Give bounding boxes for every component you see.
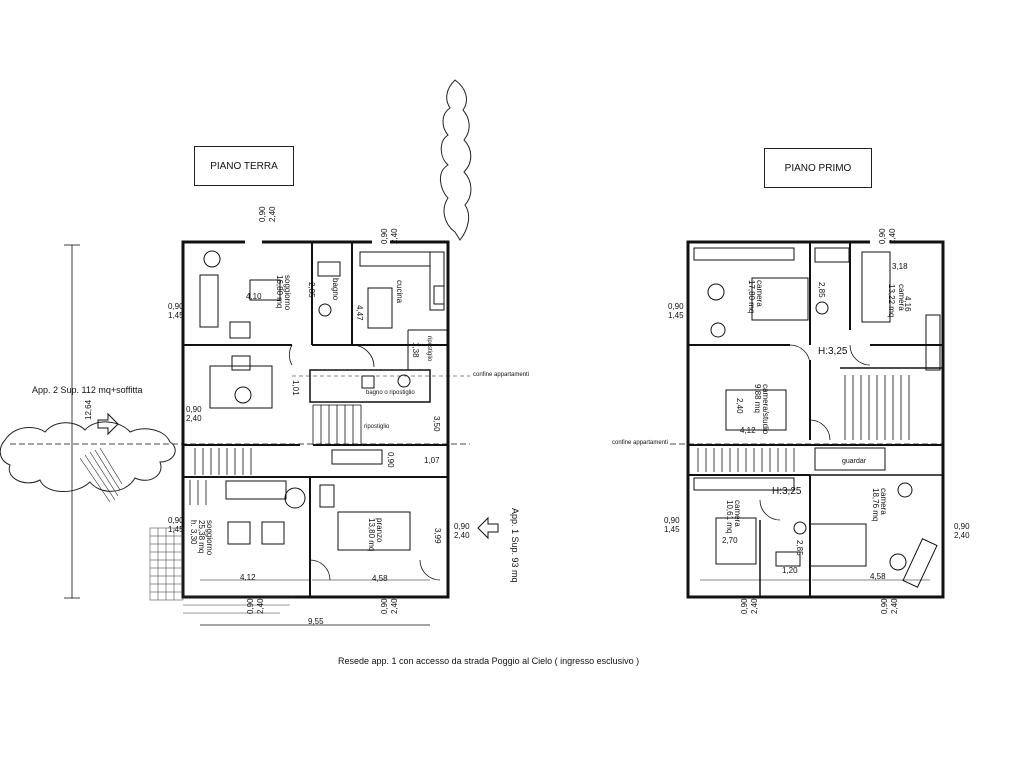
gf-room-ripostiglio: ripostiglio: [426, 336, 432, 362]
gf-dim: 2,85: [307, 282, 316, 298]
gf-dim: 1,38: [411, 342, 420, 358]
ff-dim: 4,58: [870, 572, 886, 581]
gf-room-soggiorno-bottom-area: 25,38 mq: [197, 520, 206, 554]
gf-dim: 4,47: [355, 305, 364, 321]
ff-height-bottom: H:3,25: [772, 486, 802, 497]
ff-dim: 1,45: [664, 525, 680, 534]
ground-floor-title: PIANO TERRA: [194, 146, 294, 186]
ff-dim: 2,85: [817, 282, 826, 298]
gf-room-soggiorno-bottom-h: h. 3,30: [189, 520, 198, 545]
ff-dim: 0,90: [740, 598, 749, 614]
gf-room-cucina: cucina: [395, 280, 404, 304]
entrance-arrows: [97, 412, 499, 540]
gf-dim: 4,12: [240, 573, 256, 582]
gf-room-bagno-rip: bagno o ripostiglio: [366, 390, 415, 396]
gf-dim: 4,58: [372, 574, 388, 583]
gf-dim: 0,90: [258, 206, 267, 222]
total-width-dim: 9,55: [308, 617, 324, 626]
app1-area-label: App. 1 Sup. 93 mq: [510, 508, 520, 583]
gf-dim: 2,40: [268, 206, 277, 222]
ff-dim: 4,16: [903, 296, 912, 312]
gf-dim: 0,90: [168, 516, 184, 525]
gf-dim: 1,01: [291, 380, 300, 396]
ff-dim: 0,90: [878, 228, 887, 244]
ff-room-camera-studio-area: 9,88 mq: [753, 384, 762, 413]
ff-room-camera-br: camera: [879, 488, 888, 515]
ff-room-camera-studio: camera/studio: [761, 384, 770, 435]
gf-room-pranzo: pranzo: [375, 518, 384, 543]
confine-label-first: confine appartamenti: [612, 440, 669, 446]
gf-dim: 0,90: [380, 598, 389, 614]
gf-dim: 3,99: [433, 528, 442, 544]
ff-dim: 0,90: [954, 522, 970, 531]
ff-dim: 2,40: [735, 398, 744, 414]
gf-dim: 2,40: [454, 531, 470, 540]
gf-room-pranzo-area: 13,80 mq: [367, 518, 376, 552]
gf-room-ripostiglio-small: ripostiglio: [364, 424, 390, 430]
ff-dim: 1,20: [782, 566, 798, 575]
gf-dim: 1,07: [424, 456, 440, 465]
ff-dim: 2,85: [795, 540, 804, 556]
gf-dim: 2,40: [256, 598, 265, 614]
ff-room-camera-bl: camera: [733, 500, 742, 527]
gf-room-soggiorno-top: soggiorno: [283, 275, 292, 311]
ff-room-camera-top: camera: [755, 280, 764, 307]
ff-dim: 1,45: [668, 311, 684, 320]
gf-room-soggiorno-top-area: 16,80 mq: [275, 275, 284, 309]
resede-caption: Resede app. 1 con accesso da strada Pogg…: [338, 656, 640, 666]
gf-dim: 0,90: [454, 522, 470, 531]
ground-floor-plan: [10, 240, 470, 626]
gf-dim: 2,40: [390, 228, 399, 244]
ff-height-top: H:3,25: [818, 346, 848, 357]
ff-dim: 0,90: [664, 516, 680, 525]
ff-dim: 2,40: [954, 531, 970, 540]
ff-dim: 3,18: [892, 262, 908, 271]
gf-dim: 0,90: [168, 302, 184, 311]
gf-room-soggiorno-bottom: soggiorno: [205, 520, 214, 556]
ff-dim: 4,12: [740, 426, 756, 435]
confine-label-ground: confine appartamenti: [473, 372, 530, 378]
ff-dim: 0,90: [880, 598, 889, 614]
ff-room-camera-bl-area: 10,61 mq: [725, 500, 734, 534]
gf-dim: 0,90: [380, 228, 389, 244]
first-floor-title: PIANO PRIMO: [764, 148, 872, 188]
ff-dim: 2,40: [888, 228, 897, 244]
ff-dim: 2,70: [722, 536, 738, 545]
gf-dim: 2,40: [390, 598, 399, 614]
total-height-dim: 12,64: [84, 399, 93, 420]
ff-room-guardaroba: guardar: [842, 458, 867, 465]
gf-dim: 1,45: [168, 311, 184, 320]
gf-dim: 0,90: [246, 598, 255, 614]
app2-area-label: App. 2 Sup. 112 mq+soffitta: [32, 385, 143, 395]
shrub-symbol: [0, 421, 176, 503]
first-floor-plan: [670, 240, 945, 599]
ff-room-camera-tr-area: 13,22 mq: [887, 284, 896, 318]
gf-dim: 0,90: [386, 452, 395, 468]
gf-dim: 1,45: [168, 525, 184, 534]
gf-room-bagno: bagno: [331, 278, 340, 301]
ff-room-camera-br-area: 18,76 mq: [871, 488, 880, 522]
gf-dim: 4,10: [246, 292, 262, 301]
ff-dim: 2,40: [750, 598, 759, 614]
ff-dim: 2,40: [890, 598, 899, 614]
ff-room-camera-top-area: 17,80 mq: [747, 280, 756, 314]
gf-dim: 3,50: [432, 416, 441, 432]
tree-symbol: [440, 79, 472, 241]
gf-dim: 0,90: [186, 405, 202, 414]
gf-dim: 2,40: [186, 414, 202, 423]
ff-dim: 0,90: [668, 302, 684, 311]
